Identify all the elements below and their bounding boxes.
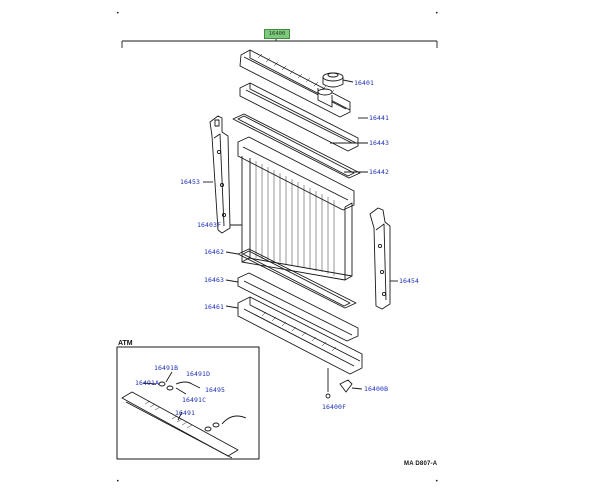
lower-gasket (225, 248, 357, 309)
callout-16491[interactable]: 16491 (175, 409, 196, 417)
callout-16441[interactable]: 16441 (369, 114, 390, 122)
callout-16491A[interactable]: 16491A (135, 379, 160, 387)
left-side-bracket (203, 115, 231, 234)
callout-16442[interactable]: 16442 (369, 168, 390, 176)
drain-cock (325, 368, 363, 399)
callout-16401[interactable]: 16401 (354, 79, 375, 87)
upper-tray (239, 82, 368, 152)
callout-16491D[interactable]: 16491D (186, 370, 211, 378)
corner-mark-bottom-left: • (116, 478, 120, 485)
corner-mark-top-left: • (116, 10, 120, 17)
lower-tank (225, 296, 363, 375)
callout-16491C[interactable]: 16491C (182, 396, 207, 404)
right-side-bracket (369, 207, 398, 310)
callout-16462[interactable]: 16462 (204, 248, 225, 256)
callout-16400B[interactable]: 16400B (364, 385, 389, 393)
assembly-part-badge[interactable]: 16400 (264, 29, 290, 39)
atm-inset-title: ATM (118, 340, 133, 347)
corner-mark-top-right: • (435, 10, 439, 17)
lower-tray (225, 272, 359, 342)
corner-mark-bottom-right: • (435, 478, 439, 485)
callout-16400F[interactable]: 16400F (322, 403, 347, 411)
drawing-code: MA D807-A (404, 461, 438, 467)
callout-16491B[interactable]: 16491B (154, 364, 179, 372)
callout-16495[interactable]: 16495 (205, 386, 226, 394)
callout-16461[interactable]: 16461 (204, 303, 225, 311)
radiator-core (225, 136, 368, 281)
radiator-cap (322, 72, 354, 88)
upper-gasket (232, 113, 368, 179)
callout-16403F[interactable]: 16403F (197, 221, 222, 229)
callout-16463[interactable]: 16463 (204, 276, 225, 284)
atm-inset (116, 346, 260, 460)
callout-16454[interactable]: 16454 (399, 277, 420, 285)
upper-tank (239, 49, 351, 118)
callout-16443[interactable]: 16443 (369, 139, 390, 147)
callout-16453[interactable]: 16453 (180, 178, 201, 186)
